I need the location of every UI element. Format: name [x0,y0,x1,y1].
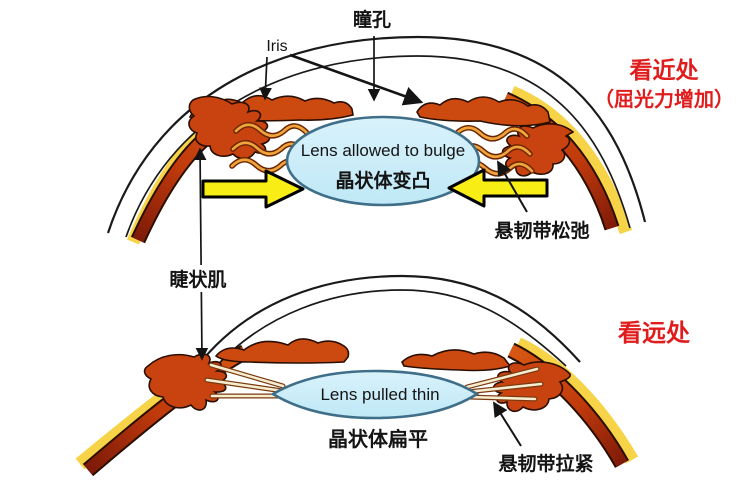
sclera-band-right-far [507,337,639,468]
iris-arrow-short [259,56,272,101]
ciliary-muscle-label: 睫状肌 [166,265,230,292]
near-vision-heading-line2: （屈光力增加） [594,88,734,111]
zonule-relaxed-arrow [497,160,528,213]
pupil-label: 瞳孔 [352,10,392,31]
zonules-taut [204,362,544,402]
iris-label: Iris [266,38,288,55]
cornea-far [195,274,581,372]
lens-near-caption-zh: 晶状体变凸 [335,171,431,192]
zonule-relaxed-label: 悬韧带松弛 [494,221,590,242]
lens-far [270,369,480,420]
lens-near [285,115,481,207]
squeeze-arrow-right [447,168,549,208]
near-vision-eye [106,35,647,245]
far-vision-eye [75,274,639,477]
cornea-near [106,35,647,238]
iris-right-far [401,349,512,372]
iris-right-near [416,96,551,127]
ciliary-double-arrow [193,147,209,361]
far-vision-heading: 看远处 [618,320,690,347]
lens-far-caption-en: Lens pulled thin [320,385,440,404]
squeeze-arrow-left [201,169,305,209]
lens-far-caption-zh: 晶状体扁平 [328,429,428,451]
annotation-arrows [193,36,528,447]
zonule-taut-arrow [493,401,522,447]
near-vision-heading: 看近处 （屈光力增加） [594,55,734,114]
ciliary-body-left-far [143,353,228,411]
iris-arrow-long [289,53,424,106]
zonule-taut-label: 悬韧带拉紧 [498,454,594,475]
lens-near-caption-en: Lens allowed to bulge [300,141,466,160]
near-vision-heading-line1: 看近处 [629,57,699,83]
iris-left-far [214,338,350,364]
